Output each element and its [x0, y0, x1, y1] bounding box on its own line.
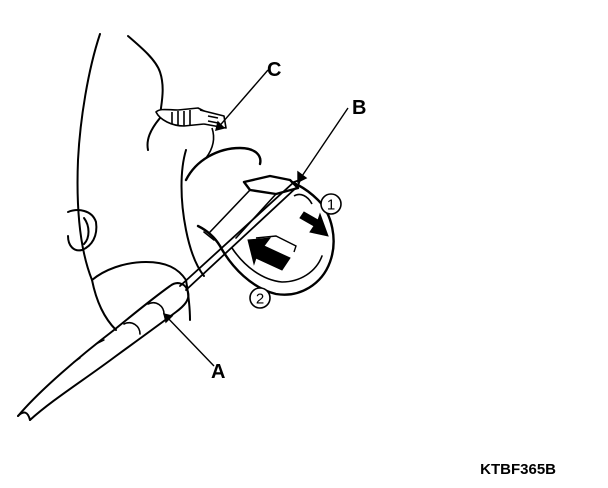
- lower-cover-top: [91, 261, 187, 281]
- screwdriver: [17, 179, 301, 421]
- callout-a: A: [211, 361, 225, 383]
- step-two-label: 2: [256, 291, 264, 308]
- leader-a: [163, 313, 215, 367]
- column-left-edge: [76, 33, 101, 281]
- leader-lines: [163, 69, 349, 367]
- step-two-marker: 2: [249, 287, 271, 309]
- column-bolt-boss: [67, 209, 98, 252]
- pull-direction-arrow: [299, 211, 329, 237]
- screwdriver-handle: [17, 282, 190, 421]
- leader-c: [215, 69, 269, 131]
- steering-column-trim: [67, 33, 205, 331]
- switch-housing-back: [180, 149, 205, 277]
- wire-connector: [155, 107, 227, 159]
- figure-code: KTBF365B: [480, 461, 556, 478]
- callout-b: B: [352, 97, 366, 119]
- step-one-marker: 1: [320, 193, 342, 215]
- switch-notch: [293, 193, 313, 205]
- switch-top-rim: [184, 146, 262, 182]
- screwdriver-shaft-edge: [185, 185, 299, 291]
- switch-knob-outline: [196, 176, 335, 296]
- column-upper-edge: [127, 35, 164, 119]
- step-one-label: 1: [327, 197, 335, 214]
- leader-b: [297, 107, 349, 183]
- lock-tab-channel: [209, 189, 277, 239]
- switch-knob-inner: [231, 247, 323, 283]
- callout-c: C: [267, 59, 281, 81]
- remove-direction-arrow: [247, 235, 297, 271]
